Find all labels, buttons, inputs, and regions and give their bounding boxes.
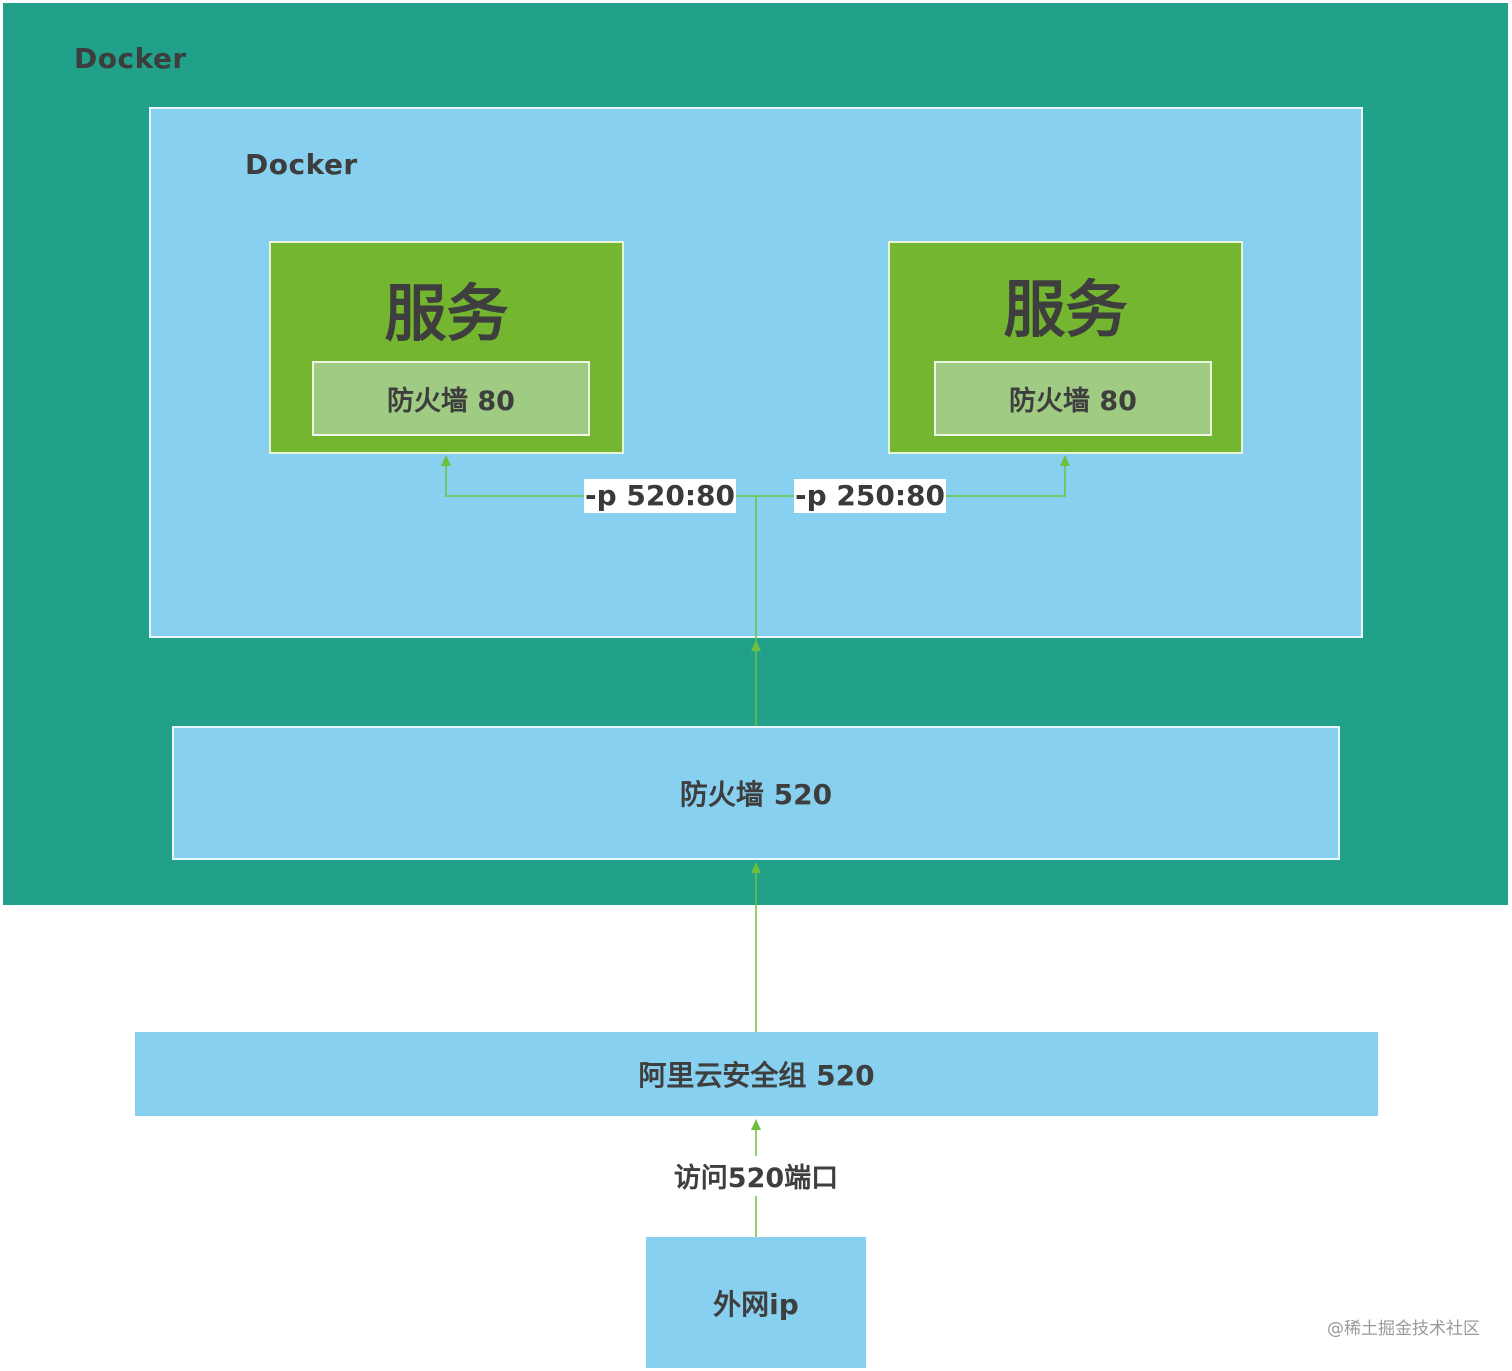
service-box-left: 服务 防火墙 80 (269, 241, 624, 454)
inner-docker-label: Docker (245, 148, 358, 181)
access-port-label: 访问520端口 (640, 1156, 872, 1196)
host-firewall-bar: 防火墙 520 (172, 726, 1340, 860)
port-mapping-left: -p 520:80 (584, 479, 737, 513)
service-box-right: 服务 防火墙 80 (888, 241, 1243, 454)
outer-docker-label: Docker (74, 42, 187, 75)
service-firewall-right: 防火墙 80 (934, 361, 1212, 436)
external-ip-box: 外网ip (646, 1237, 866, 1368)
service-firewall-left: 防火墙 80 (312, 361, 590, 436)
security-group-bar: 阿里云安全组 520 (135, 1032, 1378, 1116)
watermark: @稀土掘金技术社区 (1327, 1319, 1480, 1339)
arrow-security-group (751, 1119, 761, 1130)
service-title-right: 服务 (1003, 273, 1128, 346)
service-title-left: 服务 (384, 277, 509, 350)
port-mapping-right: -p 250:80 (794, 479, 947, 513)
